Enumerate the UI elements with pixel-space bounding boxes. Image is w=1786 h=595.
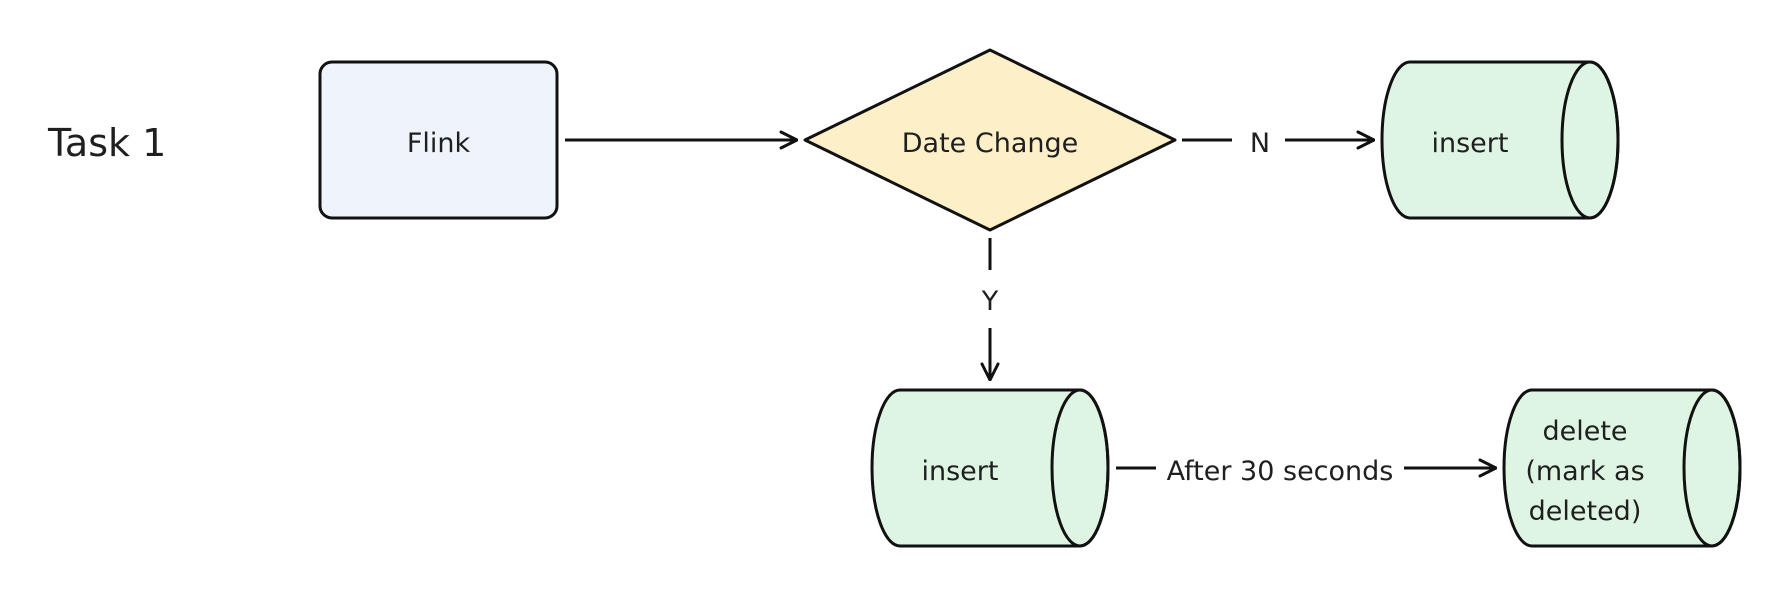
date-change-label: Date Change	[902, 128, 1079, 159]
delete-label-line-3: deleted)	[1529, 496, 1642, 527]
task-label: Task 1	[47, 121, 166, 165]
edge-yes-label: Y	[981, 286, 999, 317]
delete-label-line-2: (mark as	[1525, 456, 1644, 487]
insert-top-cylinder-end	[1560, 60, 1620, 220]
edge-no-label: N	[1250, 128, 1270, 159]
date-change-node: Date Change	[803, 48, 1177, 232]
insert-top-label: insert	[1432, 128, 1509, 159]
flink-box	[318, 60, 559, 220]
insert-bottom-label: insert	[922, 456, 999, 487]
date-change-diamond	[803, 48, 1177, 232]
flink-label: Flink	[407, 128, 471, 159]
flink-node: Flink	[318, 60, 559, 220]
insert-bottom-node: insert	[870, 388, 1110, 548]
delete-node: delete (mark as deleted)	[1502, 388, 1742, 548]
delete-label-line-1: delete	[1542, 416, 1627, 447]
insert-bottom-cylinder-end	[1050, 388, 1110, 548]
delete-cylinder-end	[1682, 388, 1742, 548]
insert-top-node: insert	[1380, 60, 1620, 220]
edge-delay-label: After 30 seconds	[1167, 456, 1394, 487]
